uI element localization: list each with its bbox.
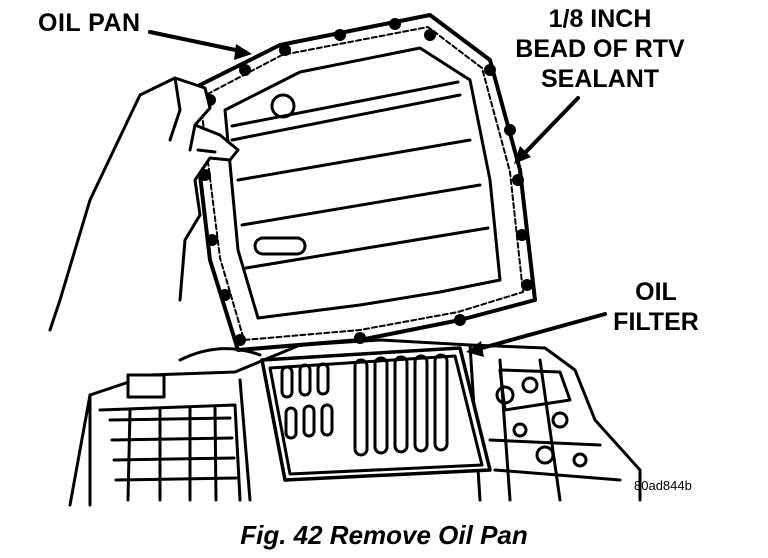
sealant-label-line-2: BEAD OF RTV [515, 35, 685, 63]
arrowhead-oil-pan [234, 44, 252, 60]
figure-caption: Fig. 42 Remove Oil Pan [240, 520, 528, 550]
oil-filter-label-line-2: FILTER [613, 308, 699, 336]
arrowhead-sealant [514, 146, 531, 164]
oil-filter-label-line-1: OIL [635, 278, 677, 306]
oil-filter-label: OIL FILTER [596, 277, 716, 337]
oil-pan-shape [188, 13, 537, 352]
oil-filter-shape [260, 346, 492, 482]
hand-shape [48, 76, 240, 332]
arrowhead-oil-filter [466, 341, 484, 357]
sealant-label-line-1: 1/8 INCH [548, 5, 652, 33]
figure-code: 80ad844b [634, 478, 692, 493]
sealant-label-line-3: SEALANT [540, 65, 660, 93]
oil-pan-label: OIL PAN [38, 9, 141, 37]
leader-lines [148, 30, 607, 352]
sealant-label: 1/8 INCH BEAD OF RTV SEALANT [500, 4, 700, 94]
